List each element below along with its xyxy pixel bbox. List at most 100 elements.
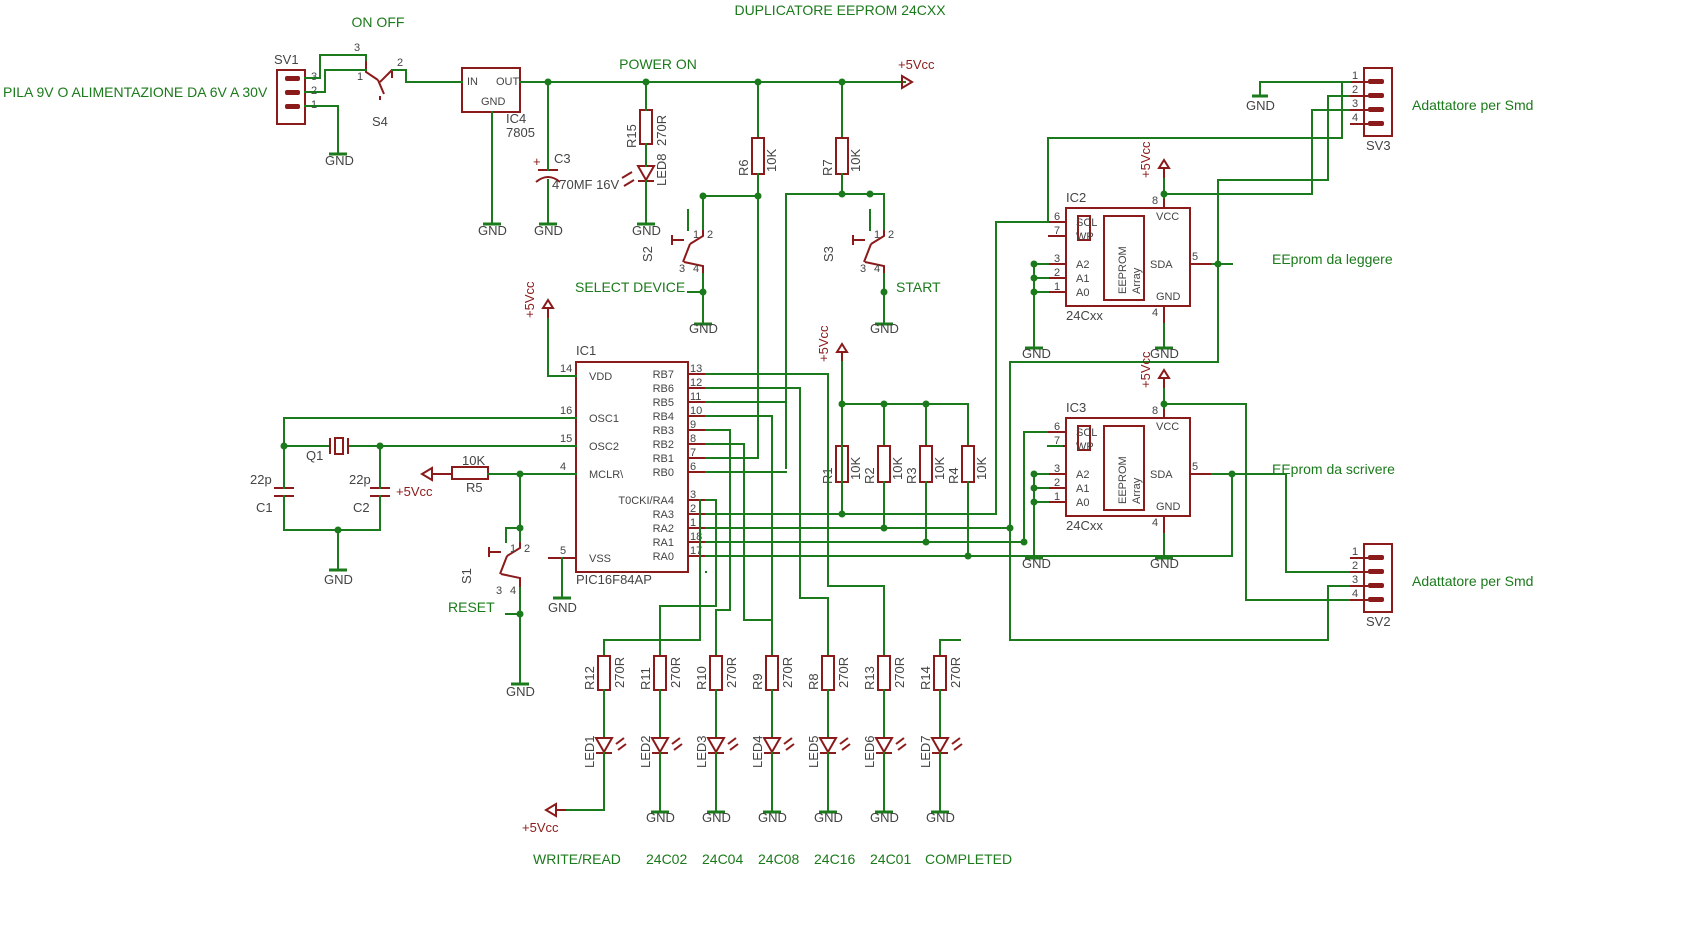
r15-resistor: R15 270R — [624, 109, 669, 148]
svg-text:LED3: LED3 — [694, 735, 709, 768]
svg-text:WP: WP — [1076, 441, 1094, 453]
svg-text:GND: GND — [758, 810, 787, 825]
svg-text:+5Vcc: +5Vcc — [1138, 141, 1153, 178]
svg-text:10K: 10K — [764, 149, 779, 172]
svg-text:2: 2 — [888, 229, 894, 241]
svg-text:3: 3 — [690, 489, 696, 501]
svg-text:GND: GND — [1246, 98, 1275, 113]
svg-text:R10: R10 — [694, 666, 709, 690]
svg-text:GND: GND — [926, 810, 955, 825]
gnd-symbol: GND — [478, 214, 507, 238]
svg-text:+5Vcc: +5Vcc — [522, 281, 537, 318]
svg-text:C3: C3 — [554, 151, 571, 166]
gnd-symbol: GND — [534, 214, 563, 238]
svg-text:22p: 22p — [250, 472, 272, 487]
svg-text:GND: GND — [1022, 346, 1051, 361]
svg-text:R13: R13 — [862, 666, 877, 690]
svg-text:GND: GND — [324, 572, 353, 587]
svg-text:GND: GND — [870, 810, 899, 825]
svg-text:R12: R12 — [582, 666, 597, 690]
svg-text:VSS: VSS — [589, 553, 611, 565]
svg-text:2: 2 — [397, 57, 403, 69]
svg-text:+5Vcc: +5Vcc — [522, 820, 559, 835]
svg-text:9: 9 — [690, 419, 696, 431]
svg-text:6: 6 — [1054, 211, 1060, 223]
ic1-right-pins: 13RB712RB611RB510RB49RB38RB27RB16RB03T0C… — [618, 363, 706, 563]
svg-text:470MF 16V: 470MF 16V — [552, 177, 620, 192]
svg-text:LED8: LED8 — [654, 153, 669, 186]
svg-text:Q1: Q1 — [306, 448, 323, 463]
svg-text:GND: GND — [506, 684, 535, 699]
svg-text:EEprom da scrivere: EEprom da scrivere — [1272, 461, 1395, 477]
svg-text:WP: WP — [1076, 231, 1094, 243]
svg-text:RB2: RB2 — [653, 439, 674, 451]
svg-text:GND: GND — [1156, 501, 1181, 513]
q1-crystal: Q1 — [306, 437, 349, 463]
svg-text:EEPROM: EEPROM — [1117, 246, 1129, 294]
svg-text:270R: 270R — [948, 657, 963, 688]
svg-text:R8: R8 — [806, 673, 821, 690]
sv1-connector: SV1 3 2 1 — [274, 52, 317, 125]
svg-text:7805: 7805 — [506, 125, 535, 140]
vcc-label: +5Vcc — [396, 484, 433, 499]
c2-capacitor: 22p C2 — [349, 472, 390, 515]
svg-text:R6: R6 — [736, 159, 751, 176]
svg-text:R11: R11 — [638, 667, 653, 690]
svg-text:RB4: RB4 — [653, 411, 674, 423]
svg-text:6: 6 — [690, 461, 696, 473]
svg-text:SDA: SDA — [1150, 259, 1173, 271]
svg-text:1: 1 — [693, 229, 699, 241]
svg-text:16: 16 — [560, 405, 572, 417]
svg-text:1: 1 — [1054, 281, 1060, 293]
supply-label: PILA 9V O ALIMENTAZIONE DA 6V A 30V — [3, 84, 268, 100]
svg-text:VDD: VDD — [589, 371, 612, 383]
svg-text:EEPROM: EEPROM — [1117, 456, 1129, 504]
svg-text:2: 2 — [707, 229, 713, 241]
svg-text:10K: 10K — [848, 149, 863, 172]
svg-text:A1: A1 — [1076, 483, 1089, 495]
svg-text:270R: 270R — [780, 657, 795, 688]
svg-text:GND: GND — [632, 223, 661, 238]
r5-resistor: 10K R5 — [451, 453, 489, 495]
svg-text:VCC: VCC — [1156, 421, 1179, 433]
svg-text:4: 4 — [560, 461, 566, 473]
select-device-label: SELECT DEVICE — [575, 279, 685, 295]
svg-text:270R: 270R — [668, 657, 683, 688]
svg-text:10K: 10K — [848, 457, 863, 480]
svg-text:SDA: SDA — [1150, 469, 1173, 481]
svg-text:3: 3 — [1352, 574, 1358, 586]
svg-text:270R: 270R — [892, 657, 907, 688]
svg-text:IN: IN — [467, 76, 478, 88]
svg-text:+5Vcc: +5Vcc — [816, 325, 831, 362]
svg-text:RB7: RB7 — [653, 369, 674, 381]
svg-text:Adattatore per Smd: Adattatore per Smd — [1412, 573, 1533, 589]
svg-text:GND: GND — [534, 223, 563, 238]
gnd-symbol: GND — [506, 674, 535, 699]
svg-text:22p: 22p — [349, 472, 371, 487]
svg-text:RA2: RA2 — [653, 523, 674, 535]
svg-text:A1: A1 — [1076, 273, 1089, 285]
svg-text:RB5: RB5 — [653, 397, 674, 409]
svg-text:24C02: 24C02 — [646, 851, 687, 867]
svg-text:GND: GND — [325, 153, 354, 168]
svg-text:LED4: LED4 — [750, 735, 765, 768]
svg-text:8: 8 — [690, 433, 696, 445]
